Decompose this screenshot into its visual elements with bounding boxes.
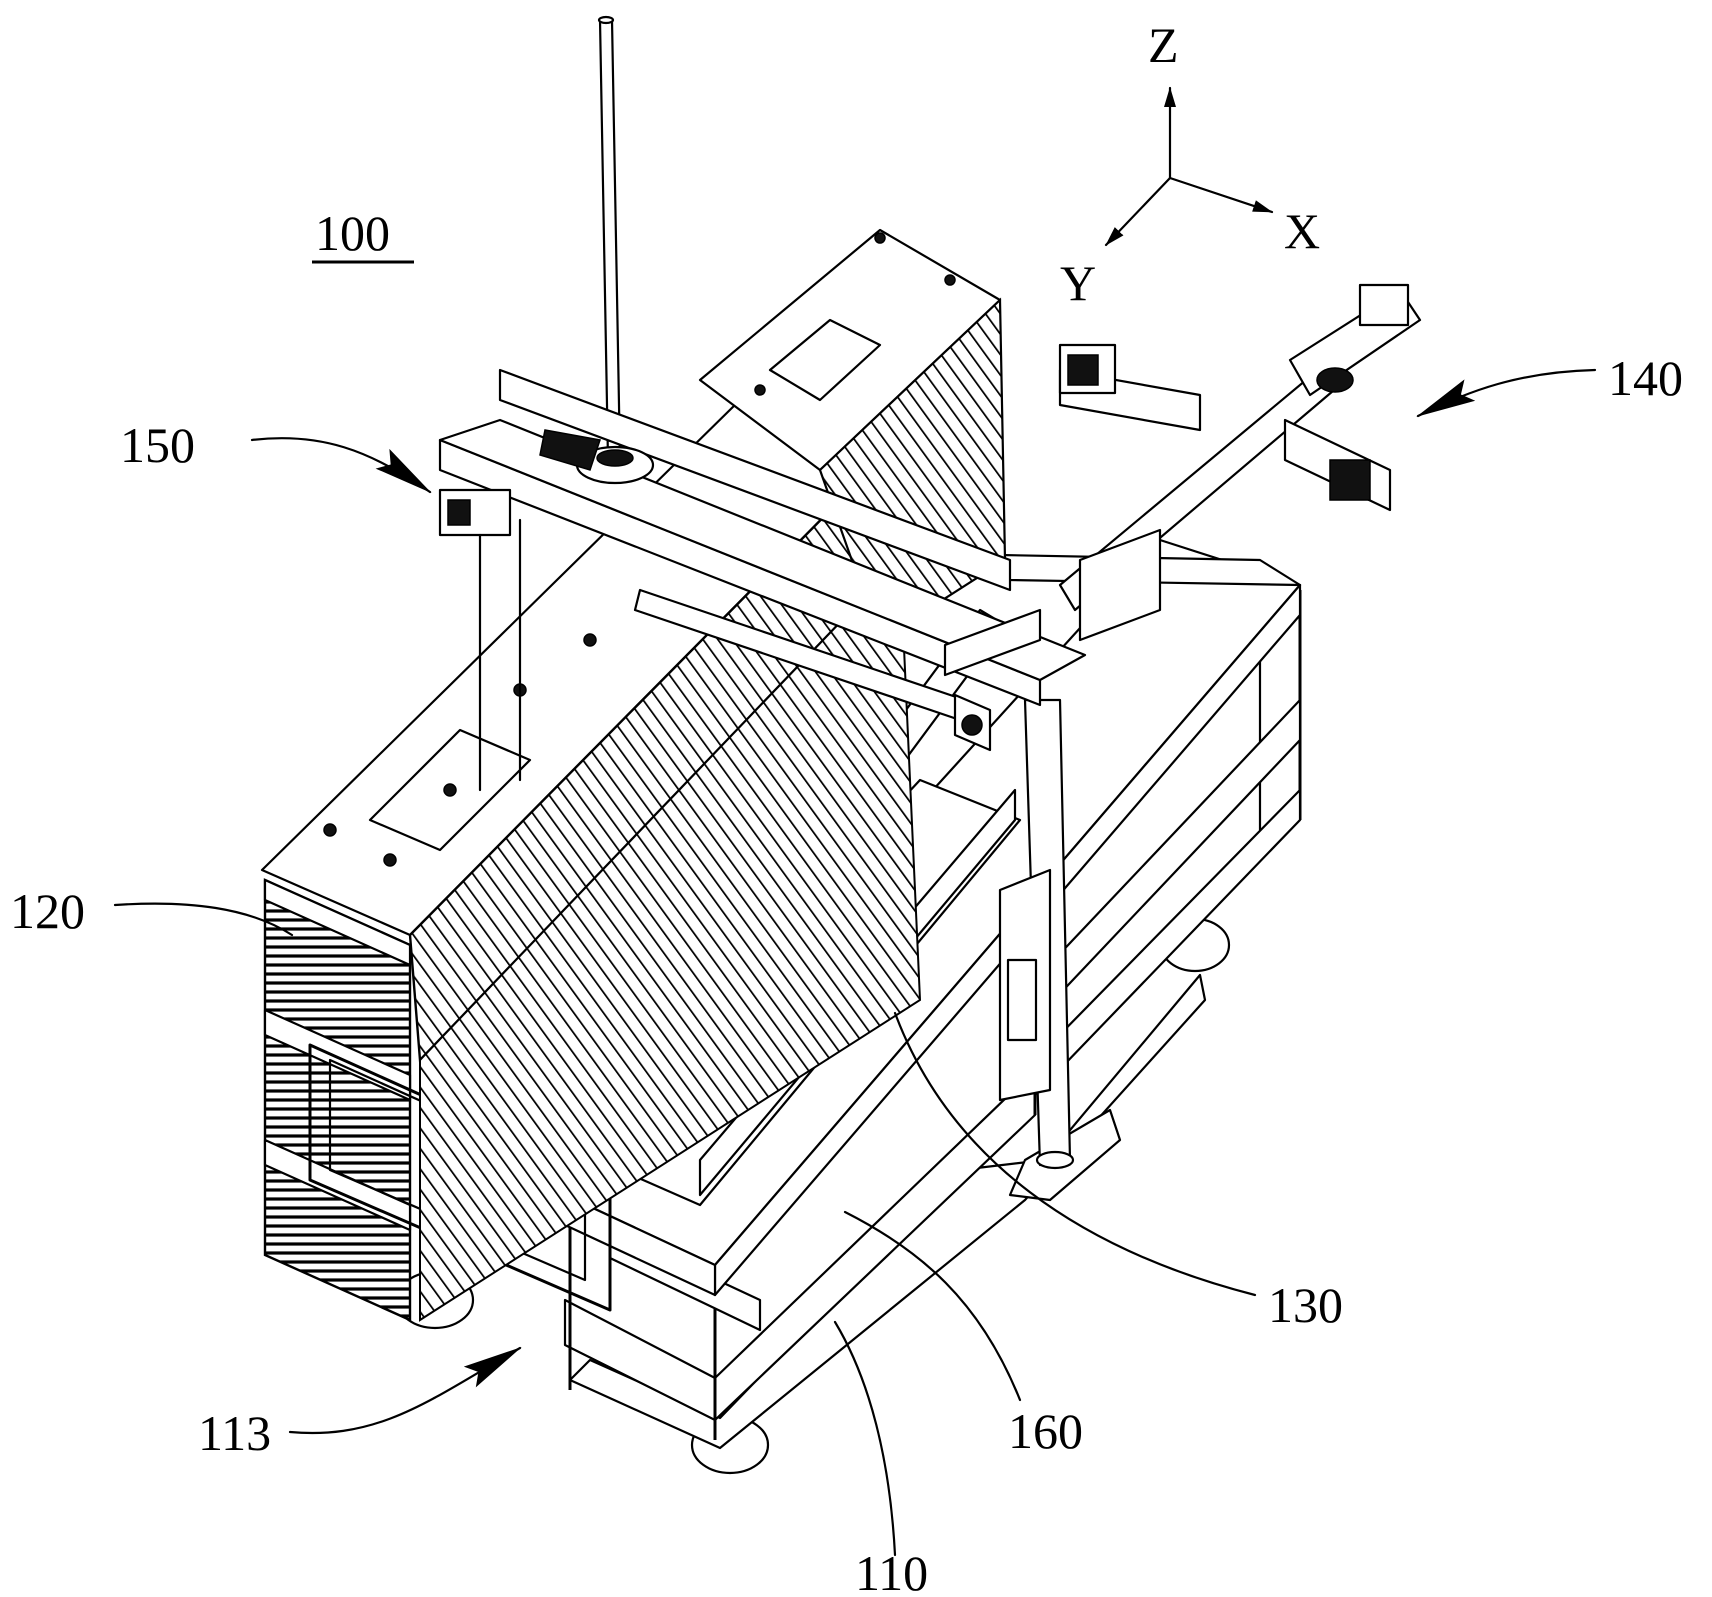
leader-lines bbox=[113, 368, 1597, 1557]
x-axis-label: X bbox=[1284, 203, 1320, 259]
rod-tip bbox=[597, 15, 615, 25]
reference-number-group: 100 bbox=[312, 205, 414, 264]
leader-110 bbox=[833, 1320, 897, 1557]
carriage-plate bbox=[943, 608, 1042, 677]
drive-coupling bbox=[1316, 367, 1354, 393]
drive-motor-left-face bbox=[1067, 354, 1099, 386]
z-axis-label: Z bbox=[1148, 17, 1179, 73]
leader-160 bbox=[843, 1210, 1022, 1402]
reference-number: 100 bbox=[315, 205, 390, 261]
rear-stack-window bbox=[768, 318, 882, 402]
bolt bbox=[874, 232, 886, 244]
drive-motor-right-cap bbox=[1358, 283, 1410, 327]
bolt bbox=[323, 823, 337, 837]
label-140: 140 bbox=[1608, 350, 1683, 406]
y-axis-arrow bbox=[1104, 176, 1172, 247]
stack-120 bbox=[260, 398, 922, 1322]
top-plate-window bbox=[368, 728, 532, 852]
leader-150 bbox=[250, 437, 432, 494]
leader-120 bbox=[113, 902, 294, 937]
drive-clamp bbox=[1329, 459, 1371, 501]
rod-coupler-hub bbox=[596, 449, 634, 467]
belt-pulley bbox=[539, 429, 601, 471]
x-axis-arrow bbox=[1168, 176, 1274, 214]
stack-fin-face-lower bbox=[419, 557, 922, 1322]
gantry-front-beam-top bbox=[438, 418, 1087, 682]
label-130: 130 bbox=[1268, 1277, 1343, 1333]
bolt bbox=[583, 633, 597, 647]
drive-140 bbox=[1058, 283, 1422, 642]
vertical-rod bbox=[598, 18, 622, 462]
drive-bracket bbox=[1078, 528, 1162, 642]
label-120: 120 bbox=[10, 883, 85, 939]
bolt bbox=[944, 274, 956, 286]
machine-assembly bbox=[260, 15, 1422, 1475]
bearing-hole bbox=[961, 714, 983, 736]
label-113: 113 bbox=[198, 1405, 271, 1461]
stack-band bbox=[263, 1008, 412, 1102]
column-actuator-body bbox=[1006, 958, 1038, 1042]
leader-130 bbox=[893, 1011, 1257, 1297]
leader-113 bbox=[288, 1346, 522, 1435]
bolt bbox=[383, 853, 397, 867]
y-axis-label: Y bbox=[1060, 255, 1096, 311]
label-160: 160 bbox=[1008, 1403, 1083, 1459]
gantry-150 bbox=[438, 15, 1087, 792]
motor-detail bbox=[447, 499, 471, 526]
bolt bbox=[443, 783, 457, 797]
reference-labels: 150 140 120 130 160 113 110 bbox=[10, 350, 1683, 1597]
stack-top-band bbox=[263, 878, 412, 967]
coordinate-axes: Z X Y bbox=[1060, 17, 1320, 311]
leader-140 bbox=[1416, 368, 1597, 418]
label-110: 110 bbox=[855, 1545, 928, 1597]
label-150: 150 bbox=[120, 417, 195, 473]
bolt bbox=[754, 384, 766, 396]
column-foot bbox=[1035, 1150, 1075, 1170]
gantry-rear-beam bbox=[498, 368, 1012, 592]
vertical-column bbox=[998, 698, 1075, 1170]
